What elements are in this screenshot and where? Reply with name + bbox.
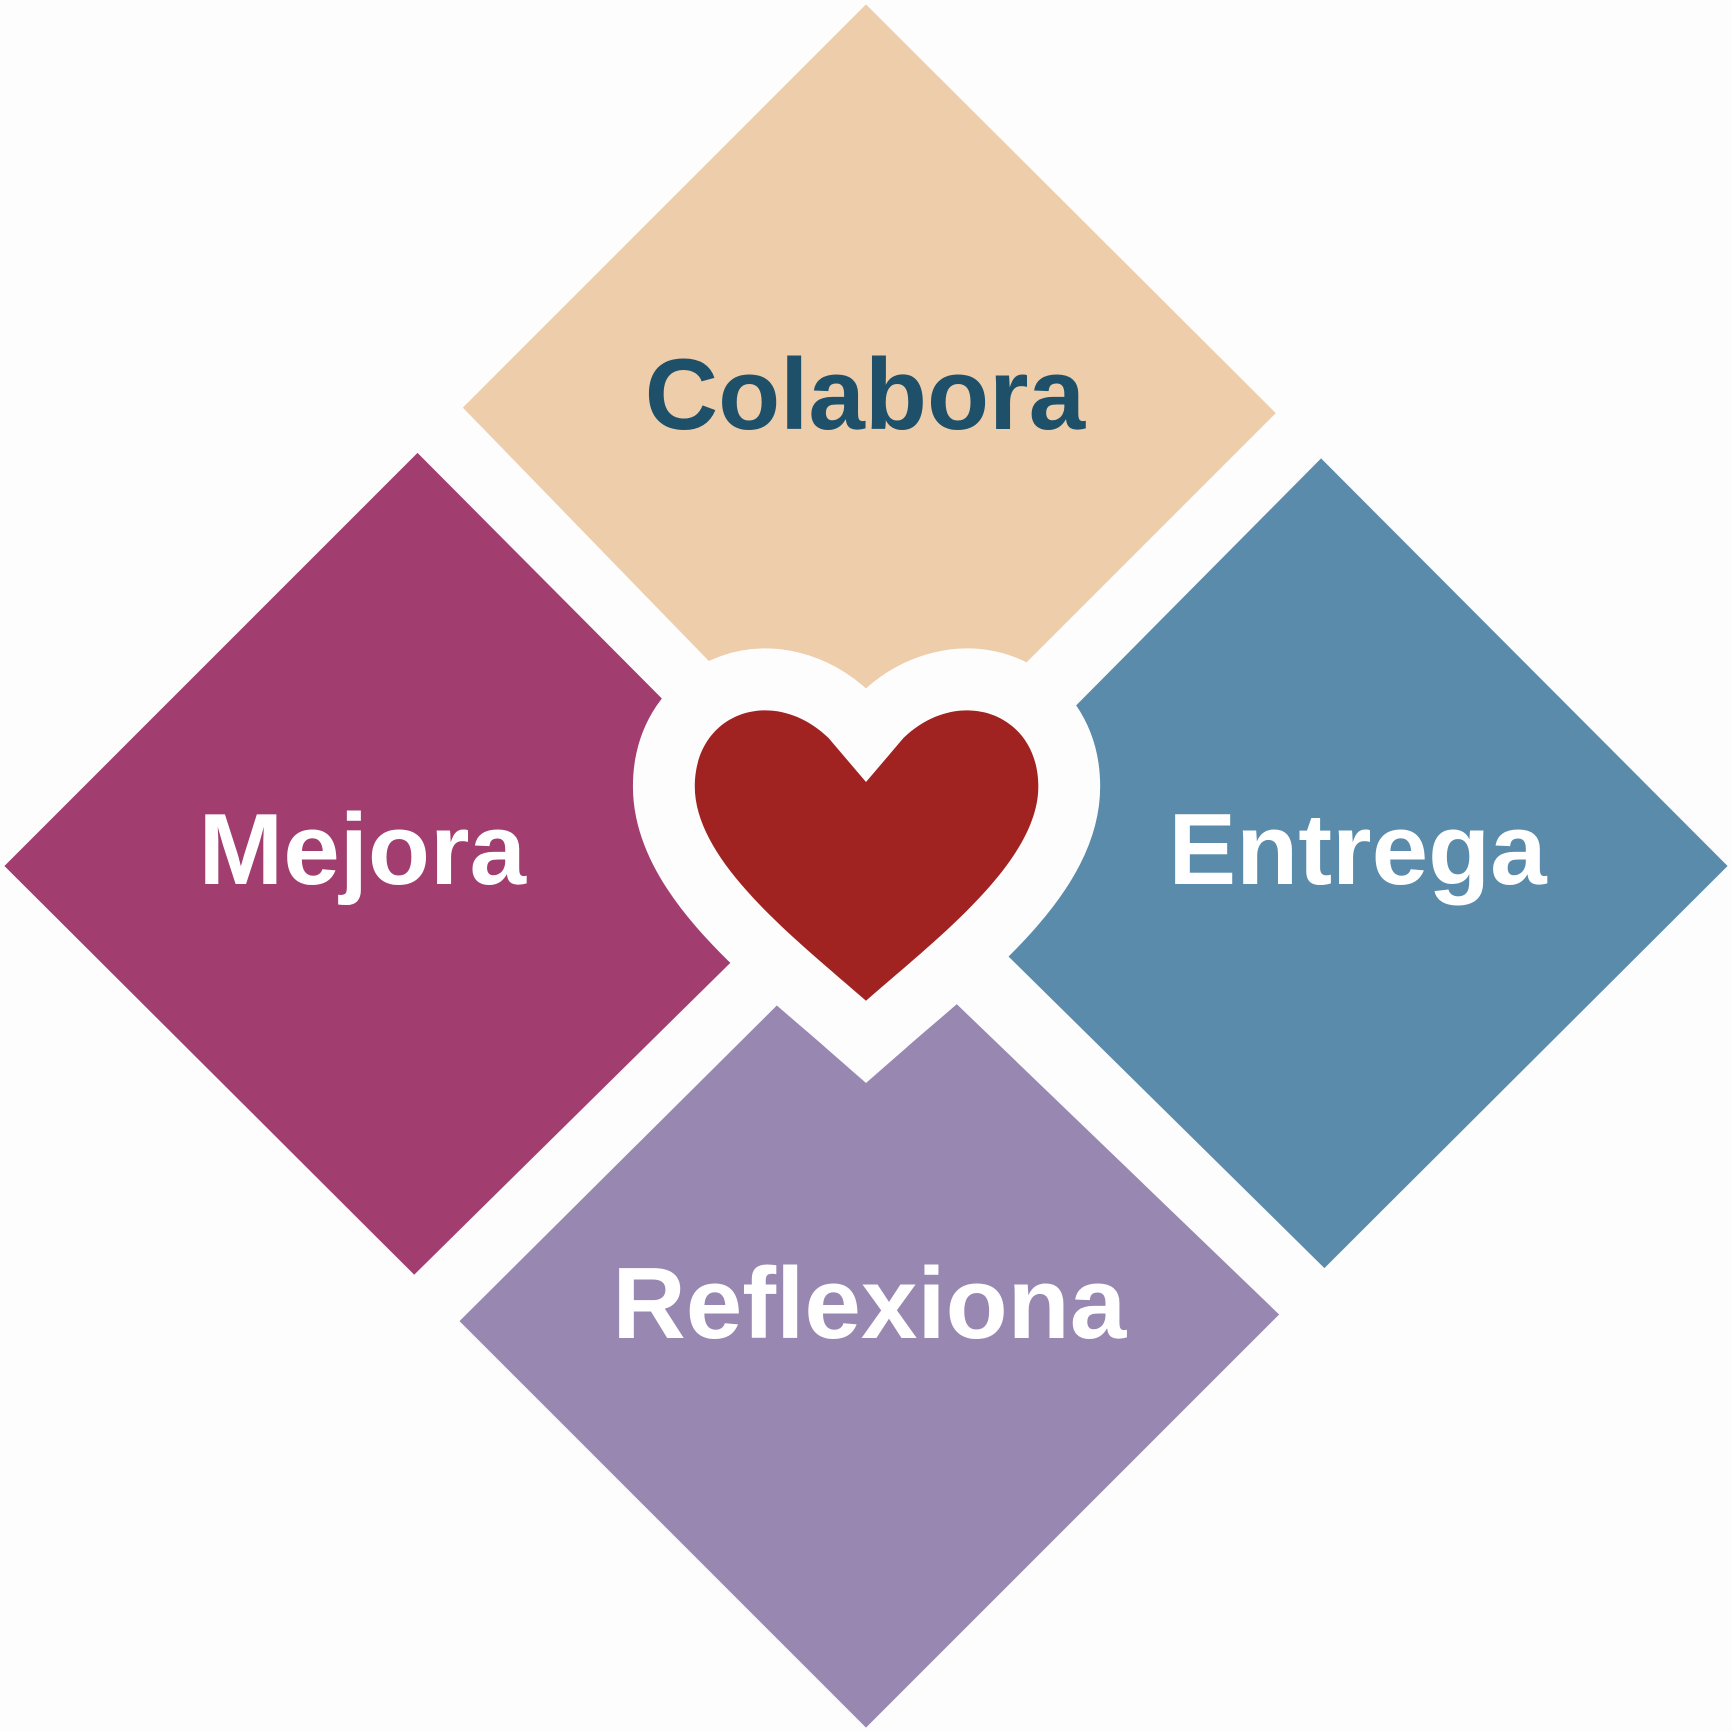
quadrant-colabora [462,4,1276,823]
label-reflexiona: Reflexiona [612,1246,1127,1360]
quadrant-reflexiona [459,916,1280,1728]
quadrant-mejora [4,452,829,1275]
label-colabora: Colabora [645,337,1087,451]
label-entrega: Entrega [1168,792,1548,906]
label-mejora: Mejora [199,792,528,906]
quadrant-entrega [916,458,1728,1269]
heart-icon [694,710,1039,1001]
